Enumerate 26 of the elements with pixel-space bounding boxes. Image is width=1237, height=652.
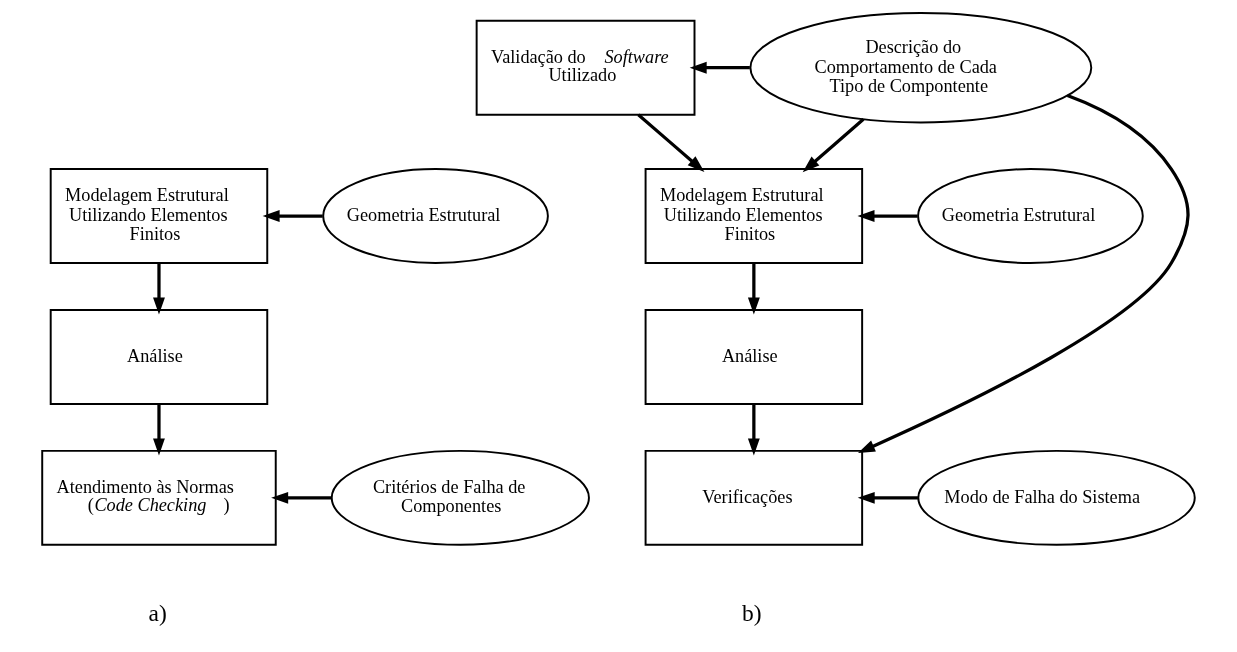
arrow <box>747 263 760 315</box>
arrow <box>747 403 760 456</box>
node-box: Verificações <box>644 449 864 546</box>
node-box: Atendimento às Normas (Code Checking) <box>41 449 277 546</box>
arrow <box>153 403 165 456</box>
arrow <box>802 117 865 173</box>
node-box: Validação do Software Utilizado <box>475 19 696 116</box>
arrow <box>262 210 323 222</box>
arrow <box>689 61 750 74</box>
node-ellipse: Geometria Estrutural <box>322 168 549 264</box>
arrow <box>271 491 332 504</box>
arrow <box>858 94 1190 453</box>
arrow <box>153 263 165 315</box>
label: b) <box>742 599 762 626</box>
node-ellipse: Descrição do Comportamento de Cada Tipo de Compontente <box>749 12 1093 124</box>
node-box: Modelagem Estrutural Utilizando Elementos Finitos <box>644 168 864 264</box>
arrow <box>857 491 918 504</box>
node-ellipse: Geometria Estrutural <box>917 168 1144 264</box>
node-box: Análise <box>644 309 864 405</box>
node-ellipse: Modo de Falha do Sistema <box>917 449 1196 546</box>
node-ellipse: Critérios de Falha de Componentes <box>330 449 590 546</box>
label: a) <box>148 599 167 626</box>
node-box: Modelagem Estrutural Utilizando Elementos Finitos <box>49 168 269 264</box>
arrow <box>637 113 705 172</box>
arrow <box>857 210 918 222</box>
node-box: Análise <box>49 309 269 405</box>
